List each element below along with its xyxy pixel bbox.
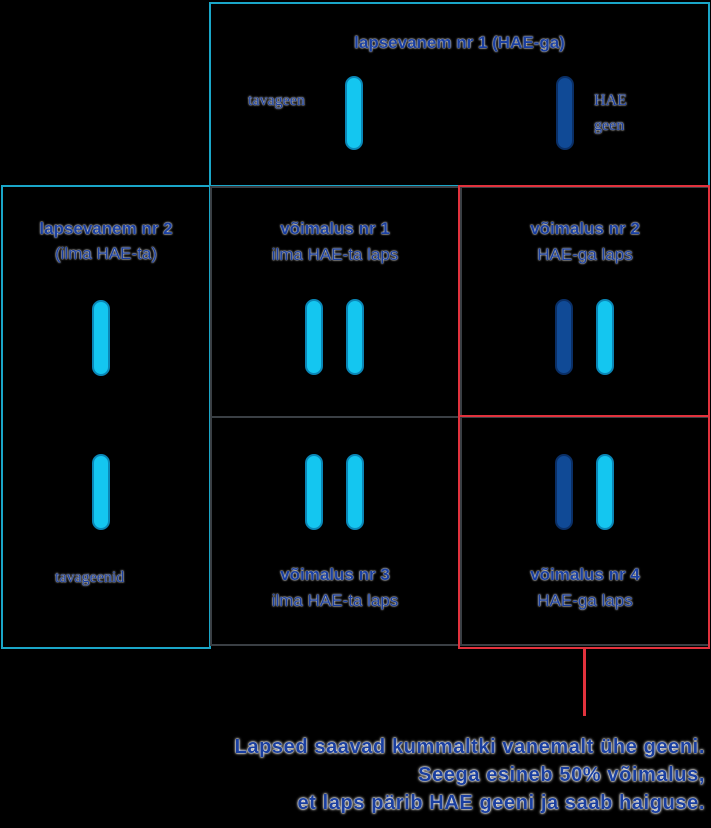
outcome2-normal-gene-icon [596,299,614,375]
parent2-gene-bottom-icon [92,454,110,530]
parent2-genes-label: tavageenid [55,569,125,586]
outcome4-subtitle: HAE-ga laps [537,591,633,610]
parent2-title-line1: lapsevanem nr 2 [39,219,173,238]
hae-divider [458,415,710,417]
caption-line3: et laps pärib HAE geeni ja saab haiguse. [297,792,705,814]
parent1-hae-gene-icon [556,76,574,150]
outcome1-gene-a-icon [305,299,323,375]
outcome3-title: võimalus nr 3 [280,565,390,584]
parent1-title: lapsevanem nr 1 (HAE-ga) [354,33,565,52]
parent1-hae-label-1: HAE [594,92,627,109]
outcome3-gene-a-icon [305,454,323,530]
outcome1-title: võimalus nr 1 [280,219,390,238]
outcome4-normal-gene-icon [596,454,614,530]
parent1-normal-gene-icon [345,76,363,150]
parent1-hae-label-2: geen [594,117,625,134]
caption: Lapsed saavad kummaltki vanemalt ühe gee… [235,733,705,817]
caption-line1: Lapsed saavad kummaltki vanemalt ühe gee… [234,736,705,758]
outcome2-subtitle: HAE-ga laps [537,245,633,264]
parent2-gene-top-icon [92,300,110,376]
outcome2-title: võimalus nr 2 [530,219,640,238]
caption-connector-line [583,648,586,716]
parent2-title-line2: (ilma HAE-ta) [54,244,157,263]
outcome3-subtitle: ilma HAE-ta laps [271,591,399,610]
caption-line2: Seega esineb 50% võimalus, [418,764,705,786]
outcome1-gene-b-icon [346,299,364,375]
outcome3-gene-b-icon [346,454,364,530]
outcome1-subtitle: ilma HAE-ta laps [271,245,399,264]
outcome2-hae-gene-icon [555,299,573,375]
outcome4-title: võimalus nr 4 [530,565,640,584]
parent1-normal-label: tavageen [248,92,305,109]
outcome4-hae-gene-icon [555,454,573,530]
